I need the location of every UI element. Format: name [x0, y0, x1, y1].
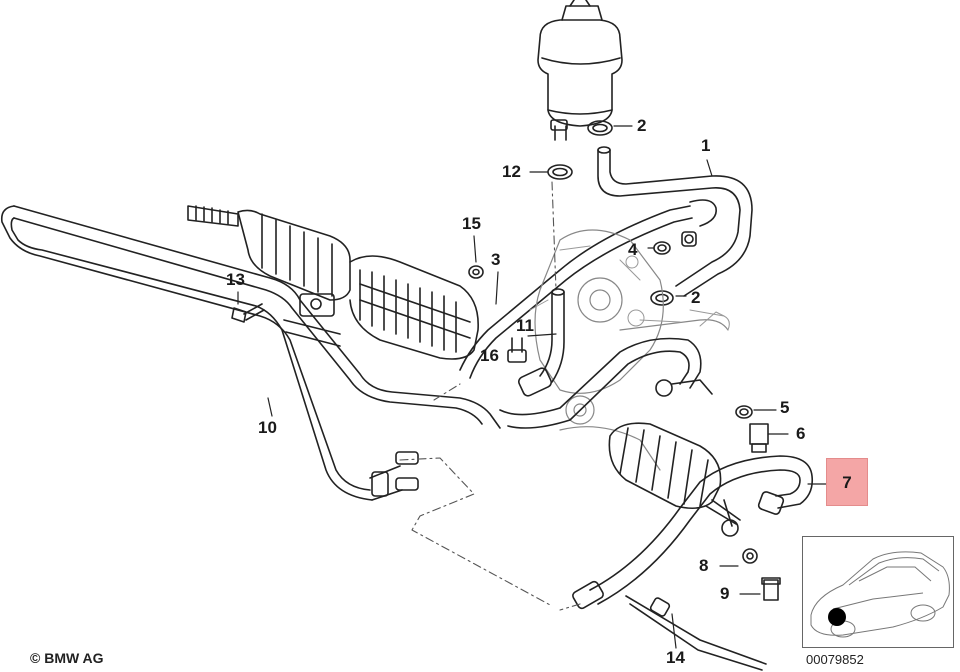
callout-12: 12: [502, 162, 521, 181]
callout-4: 4: [628, 240, 638, 259]
callout-8: 8: [699, 556, 709, 575]
sealing-ring-5: [735, 405, 753, 419]
bolt-16: [507, 337, 527, 363]
return-line: [459, 199, 717, 379]
assembly-dashed-lines: [399, 181, 581, 611]
leader-lines: [237, 125, 833, 649]
callout-13: 13: [226, 270, 245, 289]
callout-2-upper: 2: [637, 116, 647, 135]
vehicle-location-inset: [802, 536, 954, 648]
nut-15: [468, 265, 484, 279]
hollow-bolt-6: [749, 423, 769, 453]
callout-14: 14: [666, 648, 685, 667]
hose-clamp-upper: [587, 120, 613, 136]
callout-1: 1: [701, 136, 711, 155]
copyright: © BMW AG: [30, 650, 104, 666]
callout-6: 6: [796, 424, 806, 443]
callout-3: 3: [491, 250, 501, 269]
cooler-line: [0, 205, 501, 501]
callout-9: 9: [720, 584, 730, 603]
callout-10: 10: [258, 418, 277, 437]
hose-clamp-12: [547, 164, 573, 180]
callout-15: 15: [462, 214, 481, 233]
reservoir: [537, 0, 623, 141]
callout-2-lower: 2: [691, 288, 701, 307]
diagram-number: 00079852: [806, 652, 864, 667]
location-marker-icon: [828, 608, 846, 626]
pressure-hose: [499, 288, 713, 429]
steering-rack: [187, 205, 479, 360]
car-outline-icon: [810, 551, 950, 638]
bolt-13: [231, 303, 265, 323]
expansion-hose: [572, 455, 814, 610]
cable-tie: [625, 595, 767, 671]
callout-7-highlighted: 7: [826, 458, 868, 506]
rack-bellows-right: [608, 422, 741, 525]
callout-5: 5: [780, 398, 790, 417]
rack-housing-details: [529, 245, 730, 331]
line-bracket: [283, 293, 341, 347]
sealing-ring-4: [653, 241, 671, 255]
banjo-fitting: [721, 499, 781, 601]
callout-16: 16: [480, 346, 499, 365]
steering-gear-housing: [534, 229, 729, 471]
callout-11: 11: [516, 316, 534, 335]
suction-hose: [597, 146, 753, 297]
